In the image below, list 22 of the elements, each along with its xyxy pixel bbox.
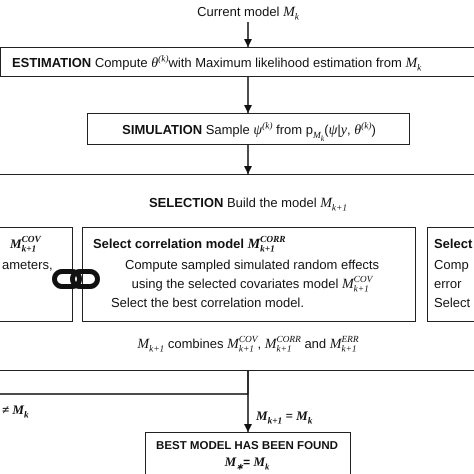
result-box xyxy=(145,432,351,474)
process-text: ESTIMATION Compute θ$^{(k)}$with Maximum likelihood estimation from M$_{k}$ xyxy=(12,54,422,73)
result-text: M$_{∗}$= M$_{k}$ xyxy=(224,454,270,470)
step-text: Select the best correlation model. xyxy=(111,294,304,312)
process-text: SIMULATION Sample ψ$^{(k)}$ from p$_{M}$$_{k}$(ψ|y, θ$^{(k)}$) xyxy=(122,120,376,140)
result-heading: BEST MODEL HAS BEEN FOUND xyxy=(156,439,338,454)
step-box xyxy=(0,227,73,322)
process-box xyxy=(87,113,410,145)
step-heading: Select xyxy=(434,235,472,253)
panel-heading: SELECTION Build the model M$_{k+1}$ xyxy=(148,194,348,213)
stage-panel xyxy=(0,174,474,371)
step-text: Select xyxy=(434,294,470,312)
connector-line xyxy=(0,371,249,395)
process-box xyxy=(0,47,474,77)
start-label: Current model M$_{k}$ xyxy=(197,2,299,22)
step-box xyxy=(82,227,416,322)
arrow xyxy=(244,77,252,113)
arrow xyxy=(244,22,252,47)
step-text: Comp error xyxy=(434,256,470,293)
step-text: ameters, xyxy=(2,256,53,274)
step-box xyxy=(427,227,474,322)
arrow xyxy=(244,145,252,174)
